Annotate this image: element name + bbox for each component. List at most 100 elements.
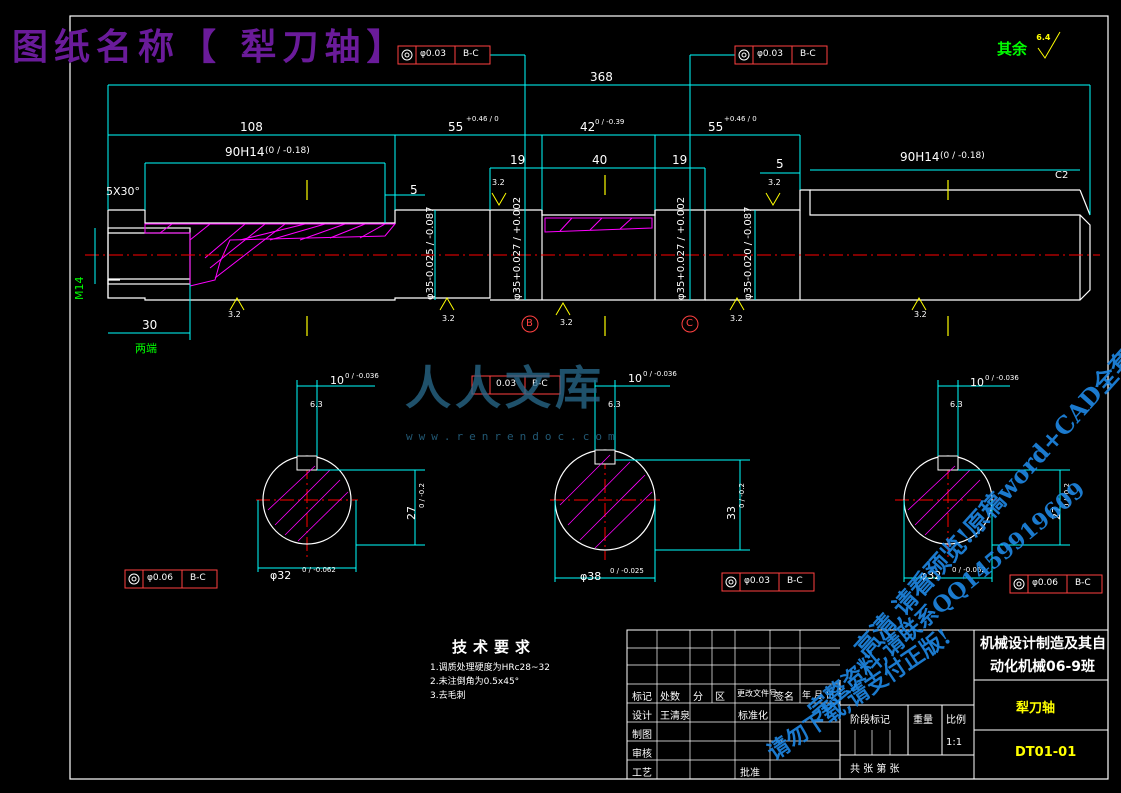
sec-left-dia-tol: 0 / -0.062	[302, 566, 336, 574]
dim-left-len: 108	[240, 120, 263, 134]
tol-sec-left-ref: B-C	[190, 573, 206, 583]
dim-thread: M14	[73, 276, 86, 301]
sec-left-dia: φ32	[270, 569, 292, 582]
tol-sec-left-value: φ0.06	[147, 573, 173, 583]
dim-40: 40	[592, 153, 608, 167]
dim-5b: 5	[776, 157, 784, 171]
sec-right-rough: 6.3	[950, 400, 963, 409]
dim-right-slot-tol: (0 / -0.18)	[940, 151, 985, 161]
tol-sec-right-value: φ0.06	[1032, 578, 1058, 588]
dim-dia4: φ35-0.020 / -0.087	[743, 206, 754, 300]
tol-top-right-value: φ0.03	[757, 49, 783, 59]
dim-right-slot: 90H14	[900, 150, 940, 164]
dim-thread-len: 30	[142, 318, 158, 332]
rough-6: 3.2	[492, 178, 505, 187]
rough-4: 3.2	[730, 314, 743, 323]
watermark-url: www.renrendoc.com	[406, 430, 621, 443]
tolerance-frames	[124, 45, 1103, 594]
dim-mid-len1: 55	[448, 120, 464, 134]
dim-mid-len2: 55	[708, 120, 724, 134]
sec-mid-rough: 6.3	[608, 400, 621, 409]
tb-row-check: 审核	[632, 749, 652, 760]
sec-left-key: 10	[330, 374, 344, 387]
tb-designer: 王清泉	[660, 711, 690, 722]
tech-requirements: 技术要求 1.调质处理硬度为HRc28~32 2.未注倒角为0.5x45° 3.…	[430, 636, 550, 703]
sec-right-key: 10	[970, 376, 984, 389]
watermark-logo: 人人文库	[405, 361, 605, 415]
tb-scale: 1:1	[946, 737, 963, 748]
tb-row-draw: 制图	[632, 730, 652, 741]
dim-mid-len2-tol: +0.46 / 0	[724, 115, 757, 123]
tb-row-design: 设计	[632, 711, 652, 722]
rough-7: 3.2	[768, 178, 781, 187]
sec-mid-depth: 33	[725, 506, 738, 520]
section-hatch	[144, 217, 653, 287]
tb-hdr-part: 分	[693, 692, 703, 703]
tb-scale-label: 比例	[946, 715, 966, 726]
dim-both-ends: 两端	[135, 342, 157, 355]
dim-key-len: 42	[580, 120, 596, 134]
rough-1: 3.2	[228, 310, 241, 319]
tb-school: 机械设计制造及其自	[980, 636, 1106, 652]
sec-right-dia: φ32	[920, 569, 942, 582]
sec-mid-dia: φ38	[580, 570, 602, 583]
rough-2: 3.2	[442, 314, 455, 323]
dim-19b: 19	[672, 153, 688, 167]
tb-hdr-sign: 签名	[774, 692, 794, 703]
tol-mid-ref: B-C	[532, 379, 548, 389]
dim-c2: C2	[1055, 170, 1069, 181]
tb-hdr-zone: 区	[715, 692, 725, 703]
tb-hdr-date: 年 月 日	[802, 691, 835, 701]
dim-left-slot-tol: (0 / -0.18)	[265, 146, 310, 156]
rough-3: 3.2	[560, 318, 573, 327]
roughness-symbols	[229, 31, 1061, 316]
sec-left-rough: 6.3	[310, 400, 323, 409]
shaft-main-view	[107, 189, 1091, 301]
dim-left-slot: 90H14	[225, 145, 265, 159]
tb-row-process: 工艺	[632, 768, 652, 779]
dim-5a: 5	[410, 183, 418, 197]
datum-b: B	[526, 318, 533, 329]
sec-mid-key: 10	[628, 372, 642, 385]
tb-code: DT01-01	[1015, 745, 1077, 760]
dim-key-len-tol: 0 / -0.39	[595, 118, 625, 126]
tb-approve: 批准	[740, 768, 760, 779]
tolerance-symbols	[128, 49, 1025, 590]
tb-sheets: 共 张 第 张	[850, 764, 900, 775]
sec-mid-dia-tol: 0 / -0.025	[610, 567, 644, 575]
tb-hdr-count: 处数	[660, 692, 680, 703]
dim-dia3: φ35+0.027 / +0.002	[676, 196, 687, 300]
sec-right-dia-tol: 0 / -0.062	[952, 566, 986, 574]
section-mid	[554, 380, 750, 582]
tech-req-item-3: 3.去毛刺	[430, 691, 466, 701]
tb-hdr-doc: 更改文件号	[737, 689, 777, 698]
page-title: 图纸名称【 犁刀轴】	[12, 26, 409, 68]
section-right	[903, 380, 1070, 582]
tb-weight-label: 重量	[913, 715, 933, 726]
drawing-frame	[69, 15, 1109, 780]
datum-markers	[521, 315, 699, 333]
dimension-lines	[94, 54, 1091, 340]
dim-chamfer: 5X30°	[106, 185, 141, 198]
rough-5: 3.2	[914, 310, 927, 319]
tb-stage-label: 阶段标记	[850, 715, 890, 726]
tb-class: 动化机械06-9班	[990, 659, 1096, 675]
tol-sec-mid-value: φ0.03	[744, 576, 770, 586]
dim-overall: 368	[590, 70, 613, 84]
section-left	[257, 380, 425, 572]
tol-mid-value: 0.03	[496, 379, 517, 389]
sec-mid-depth-tol: 0 / -0.2	[738, 483, 746, 508]
sec-left-key-tol: 0 / -0.036	[345, 372, 379, 380]
sec-left-depth-tol: 0 / -0.2	[418, 483, 426, 508]
dim-dia2: φ35+0.027 / +0.002	[512, 196, 523, 300]
tol-top-right-ref: B-C	[800, 49, 816, 59]
tech-req-title: 技术要求	[452, 638, 537, 656]
tol-top-left-value: φ0.03	[420, 49, 446, 59]
rest-roughness-label: 其余	[997, 40, 1028, 58]
tb-row-mark: 标记	[632, 692, 652, 703]
tol-top-left-ref: B-C	[463, 49, 479, 59]
section-markers	[306, 175, 949, 336]
sec-left-depth: 27	[405, 506, 418, 520]
tb-std: 标准化	[738, 711, 768, 722]
